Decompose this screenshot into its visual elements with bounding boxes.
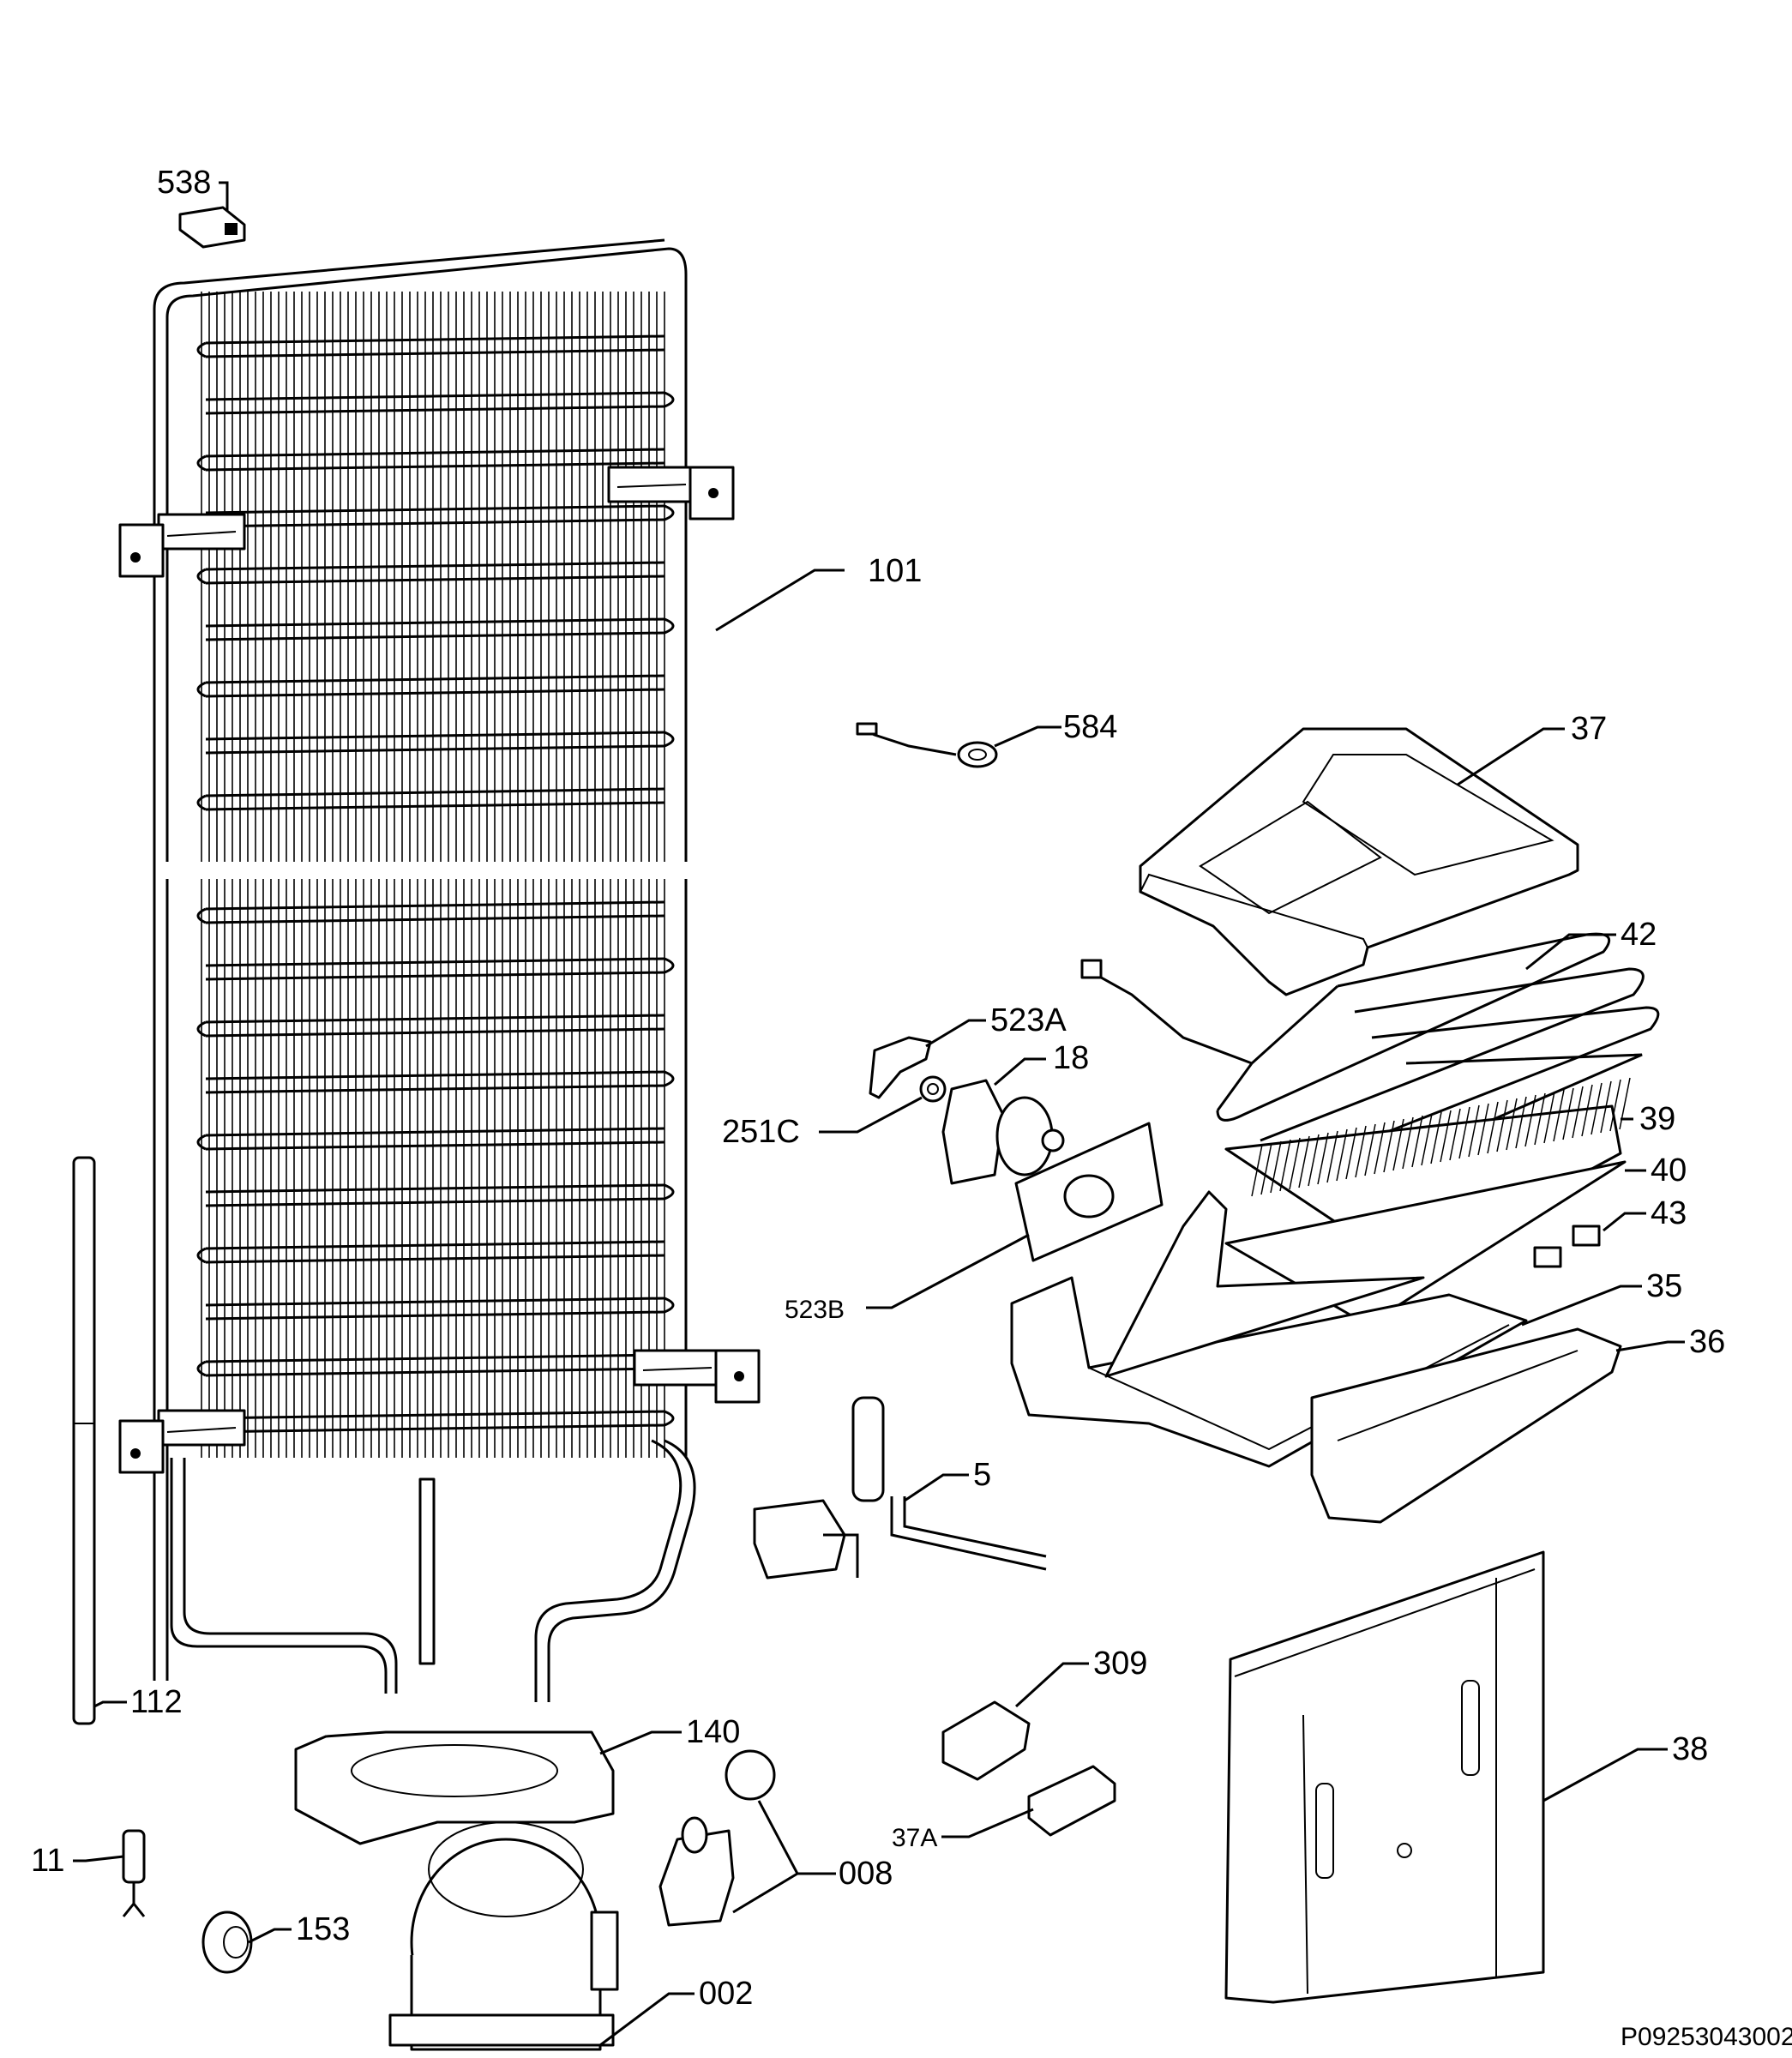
part-labels: 538 101 584 37 42 523A 18 251C 39 40 43 …	[31, 165, 1792, 2051]
part-140-compressor-mount	[294, 1730, 615, 1845]
part-39-evaporator-fins	[1224, 1077, 1631, 1271]
condenser-bracket-lower-right	[633, 1349, 761, 1404]
label-112: 112	[130, 1684, 183, 1720]
label-251C: 251C	[722, 1114, 800, 1150]
label-38: 38	[1672, 1731, 1708, 1767]
part-523A-bracket	[869, 1036, 932, 1099]
part-38-back-panel	[1224, 1550, 1545, 2004]
label-37: 37	[1571, 711, 1607, 747]
part-153-grommet	[201, 1911, 253, 1974]
part-309-control-module	[941, 1700, 1031, 1781]
label-5: 5	[973, 1457, 991, 1493]
part-538-clip	[178, 206, 246, 249]
leader-lines	[73, 181, 1685, 2047]
label-538: 538	[157, 165, 211, 201]
label-36: 36	[1689, 1324, 1725, 1360]
label-153: 153	[296, 1911, 350, 1947]
condenser-bracket-upper-left	[118, 513, 246, 578]
label-523B: 523B	[785, 1296, 845, 1324]
part-11-valve	[122, 1829, 146, 1917]
part-18-fan-motor	[941, 1079, 1065, 1185]
part-251C-grommet	[919, 1075, 947, 1103]
condenser-bracket-lower-left	[118, 1409, 246, 1474]
label-39: 39	[1639, 1101, 1675, 1137]
part-43-clips	[1533, 1225, 1601, 1268]
part-523B-fan-cover	[1014, 1122, 1164, 1262]
label-584: 584	[1063, 709, 1117, 745]
label-101: 101	[868, 553, 922, 589]
part-37-cover	[1139, 727, 1579, 996]
label-309: 309	[1093, 1646, 1147, 1682]
part-002-compressor	[388, 1821, 619, 2051]
part-584-sensor	[856, 722, 998, 768]
diagram-code: P09253043002	[1621, 2023, 1792, 2051]
condenser-tubes-lower	[196, 879, 675, 1458]
label-11: 11	[31, 1843, 64, 1879]
label-42: 42	[1621, 917, 1657, 953]
part-112-tube	[72, 1156, 96, 1725]
part-37A-board	[1027, 1765, 1116, 1837]
part-008-relay	[658, 1749, 776, 1927]
condenser-tubes-upper	[196, 292, 675, 862]
label-40: 40	[1651, 1152, 1687, 1188]
label-43: 43	[1651, 1195, 1687, 1231]
label-523A: 523A	[990, 1002, 1067, 1038]
label-140: 140	[686, 1714, 740, 1750]
part-36-drain-channel	[1310, 1327, 1622, 1524]
condenser-bracket-upper-right	[607, 466, 735, 521]
label-35: 35	[1646, 1268, 1682, 1304]
condenser-part-101	[118, 238, 761, 1702]
label-008: 008	[839, 1856, 893, 1892]
label-18: 18	[1053, 1040, 1089, 1076]
part-5-valve-assembly	[753, 1396, 1047, 1580]
label-37A: 37A	[892, 1824, 937, 1852]
label-002: 002	[699, 1976, 753, 2012]
